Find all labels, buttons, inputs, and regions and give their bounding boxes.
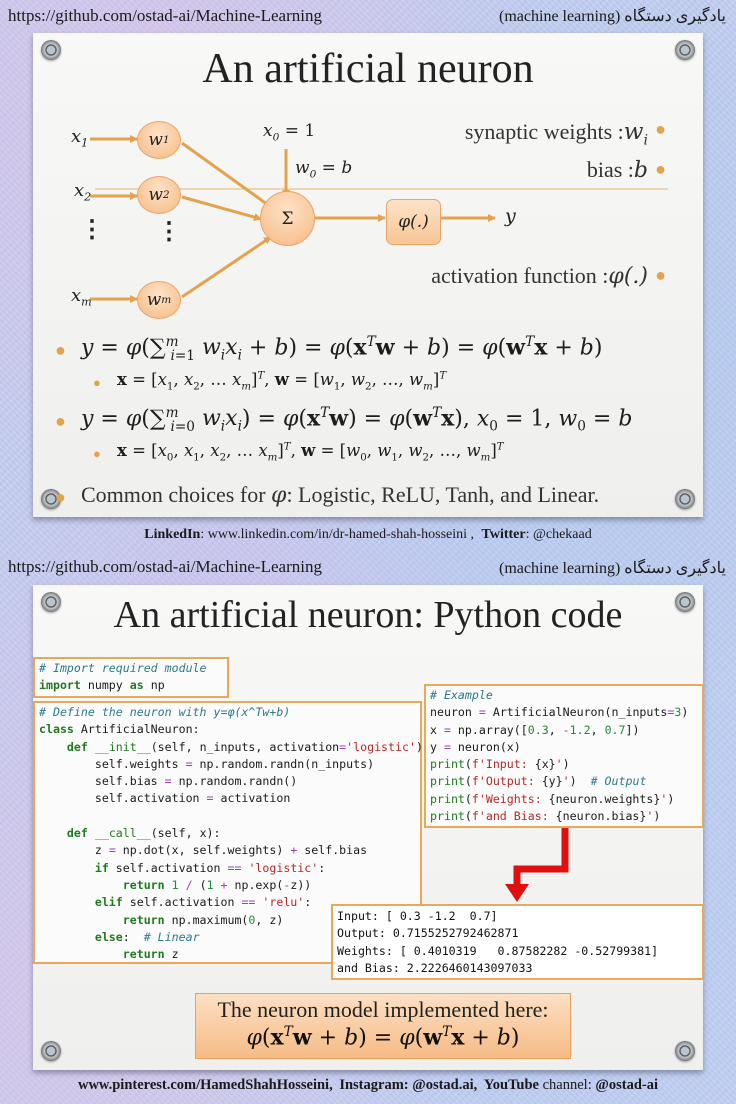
youtube-channel-text: channel: xyxy=(539,1077,596,1093)
grommet-icon xyxy=(41,40,61,60)
bullet-icon: ● xyxy=(655,159,666,179)
slide-title: An artificial neuron xyxy=(202,46,534,92)
bullet-icon: ● xyxy=(55,487,66,507)
common-choices-text: Common choices for φ: Logistic, ReLU, Ta… xyxy=(81,482,600,508)
social-footer-2: www.pinterest.com/HamedShahHosseini, Ins… xyxy=(0,1077,736,1094)
activation-box: φ(.) xyxy=(386,199,441,245)
social-footer-1: LinkedIn: www.linkedin.com/in/dr-hamed-s… xyxy=(0,527,736,543)
legend-synaptic-weights: synaptic weights :wi xyxy=(464,119,648,149)
red-arrow-icon xyxy=(505,828,569,902)
grommet-icon xyxy=(41,489,61,509)
linkedin-label: LinkedIn xyxy=(144,527,201,542)
twitter-label: Twitter xyxy=(481,527,526,542)
grommet-icon xyxy=(41,592,61,612)
neuron-diagram xyxy=(90,135,668,303)
grommet-icon xyxy=(675,489,695,509)
linkedin-url[interactable]: : www.linkedin.com/in/dr-hamed-shah-hoss… xyxy=(200,527,475,542)
legend-bias: bias :b xyxy=(586,157,648,183)
equation-1: y = φ(∑mi=1 wixi + b) = φ(xTw + b) = φ(w… xyxy=(81,334,603,364)
weight-ellipsis: ⋮ xyxy=(157,219,181,245)
input-x1: x1 xyxy=(71,126,89,150)
model-caption: The neuron model implemented here: xyxy=(217,997,549,1022)
bullet-icon: ● xyxy=(55,411,66,431)
code-block-example: # Example neuron = ArtificialNeuron(n_in… xyxy=(424,684,704,828)
equation-1-vectors: x = [x1, x2, … xm]T, w = [w1, w2, …, wm]… xyxy=(117,370,447,393)
github-url-bottom[interactable]: https://github.com/ostad-ai/Machine-Lear… xyxy=(8,557,322,576)
github-url-top[interactable]: https://github.com/ostad-ai/Machine-Lear… xyxy=(8,6,322,25)
bias-weight-label: w0 = b xyxy=(295,158,353,181)
grommet-icon xyxy=(41,1041,61,1061)
input-ellipsis: ⋮ xyxy=(80,217,104,243)
twitter-handle[interactable]: : @chekaad xyxy=(525,527,592,542)
summation-node: Σ xyxy=(260,191,315,246)
instagram-link[interactable]: Instagram: @ostad.ai, xyxy=(339,1077,478,1093)
legend-activation: activation function :φ(.) xyxy=(431,263,648,289)
bullet-icon: ● xyxy=(655,119,666,139)
youtube-handle[interactable]: @ostad-ai xyxy=(595,1077,659,1093)
grommet-icon xyxy=(675,40,695,60)
youtube-label: YouTube xyxy=(483,1077,539,1093)
equation-2: y = φ(∑mi=0 wixi) = φ(xTw) = φ(wTx), x0 … xyxy=(81,405,633,435)
bullet-icon: ● xyxy=(93,375,101,390)
persian-subtitle-bottom: یادگیری دستگاه (machine learning) xyxy=(499,560,726,577)
grommet-icon xyxy=(675,1041,695,1061)
output-console: Input: [ 0.3 -1.2 0.7] Output: 0.7155252… xyxy=(331,904,704,980)
model-summary-box: The neuron model implemented here: φ(xTw… xyxy=(195,993,571,1059)
bullet-icon: ● xyxy=(93,446,101,461)
slide-title: An artificial neuron: Python code xyxy=(113,594,623,636)
input-x2: x2 xyxy=(74,180,92,204)
bullet-icon: ● xyxy=(655,265,666,285)
bullet-icon: ● xyxy=(55,340,66,360)
equation-2-vectors: x = [x0, x1, x2, … xm]T, w = [w0, w1, w2… xyxy=(117,441,504,464)
persian-subtitle-top: یادگیری دستگاه (machine learning) xyxy=(499,8,726,25)
code-block-import: # Import required module import numpy as… xyxy=(33,657,229,698)
input-xm: xm xyxy=(71,285,92,309)
model-formula: φ(xTw + b) = φ(wTx + b) xyxy=(246,1024,520,1051)
bias-input-label: x0 = 1 xyxy=(263,121,316,144)
output-y: y xyxy=(505,205,516,227)
grommet-icon xyxy=(675,592,695,612)
pinterest-link[interactable]: www.pinterest.com/HamedShahHosseini, xyxy=(77,1077,333,1093)
